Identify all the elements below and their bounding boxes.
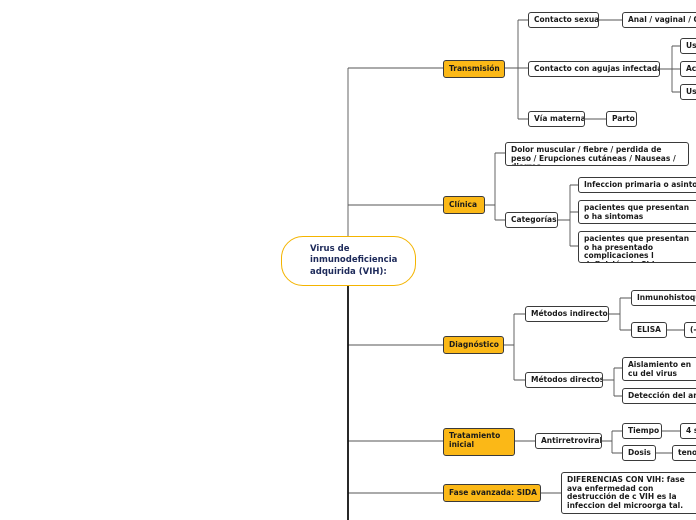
node-categoria-2[interactable]: pacientes que presentan o ha sintomas xyxy=(578,200,696,224)
node-parto[interactable]: Parto xyxy=(606,111,637,127)
branch-fase-avanzada[interactable]: Fase avanzada: SIDA xyxy=(443,484,541,502)
node-tiempo-detail[interactable]: 4 s xyxy=(680,423,696,439)
branch-clinica[interactable]: Clínica xyxy=(443,196,485,214)
node-agujas-1[interactable]: Us xyxy=(680,38,696,54)
node-via-materna[interactable]: Vía materna xyxy=(528,111,585,127)
node-metodos-directos[interactable]: Métodos directos xyxy=(525,372,603,388)
node-agujas-3[interactable]: Us xyxy=(680,84,696,100)
node-sexual-detail[interactable]: Anal / vaginal / O xyxy=(622,12,696,28)
node-antirretroviral[interactable]: Antirretroviral xyxy=(535,433,602,449)
node-tiempo[interactable]: Tiempo xyxy=(622,423,662,439)
node-contacto-sexual[interactable]: Contacto sexual xyxy=(528,12,599,28)
node-categoria-1[interactable]: Infeccion primaria o asintom xyxy=(578,177,696,193)
node-dosis[interactable]: Dosis xyxy=(622,445,656,461)
branch-transmision[interactable]: Transmisión xyxy=(443,60,505,78)
branch-diagnostico[interactable]: Diagnóstico xyxy=(443,336,504,354)
node-inmunohistoquimica[interactable]: Inmunohistoqu xyxy=(631,290,696,306)
central-topic[interactable]: Virus de inmunodeficiencia adquirida (VI… xyxy=(281,236,416,286)
node-contacto-agujas[interactable]: Contacto con agujas infectadas xyxy=(528,61,660,77)
node-deteccion[interactable]: Detección del ant xyxy=(622,388,696,404)
node-categorias[interactable]: Categorías xyxy=(505,212,558,228)
node-diferencias-vih[interactable]: DIFERENCIAS CON VIH: fase ava enfermedad… xyxy=(561,472,696,514)
branch-tratamiento[interactable]: Tratamiento inicial xyxy=(443,428,515,456)
node-aislamiento[interactable]: Aislamiento en cu del virus xyxy=(622,357,696,381)
node-metodos-indirectos[interactable]: Métodos indirectos xyxy=(525,306,609,322)
node-elisa-detail[interactable]: (- xyxy=(684,322,696,338)
node-sintomas[interactable]: Dolor muscular / fiebre / perdida de pes… xyxy=(505,142,689,166)
node-agujas-2[interactable]: Ac xyxy=(680,61,696,77)
node-categoria-3[interactable]: pacientes que presentan o ha presentado … xyxy=(578,231,696,263)
node-dosis-detail[interactable]: teno xyxy=(672,445,696,461)
node-elisa[interactable]: ELISA xyxy=(631,322,667,338)
